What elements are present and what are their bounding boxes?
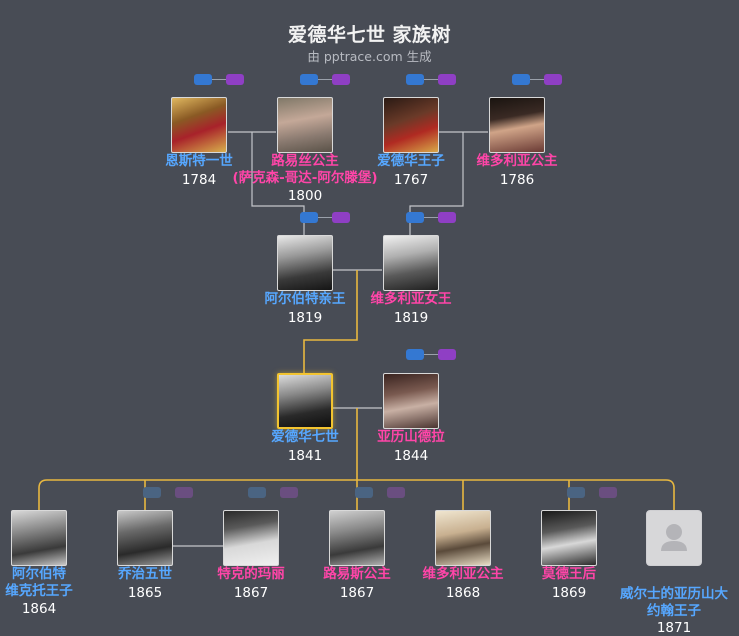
person-name-line2: (萨克森-哥达-阿尔滕堡) [232, 170, 378, 186]
portrait-image [277, 97, 333, 153]
person-birth-year: 1871 [656, 620, 692, 636]
person-birth-year: 1786 [499, 172, 535, 188]
parents-toggle-icon[interactable] [406, 212, 424, 223]
parents-toggle-icon[interactable] [194, 74, 212, 85]
parents-toggle-icon[interactable] [143, 487, 161, 498]
person-name: 爱德华七世 [271, 429, 339, 445]
person-birth-year: 1867 [339, 585, 375, 601]
person-birth-year: 1767 [393, 172, 429, 188]
parents-toggle-icon[interactable] [248, 487, 266, 498]
portrait-image [435, 510, 491, 566]
button-connector [530, 79, 544, 80]
person-birth-year: 1868 [445, 585, 481, 601]
parents-toggle-icon[interactable] [512, 74, 530, 85]
person-name: 爱德华王子 [377, 153, 445, 169]
parents-toggle-icon[interactable] [567, 487, 585, 498]
portrait-image [171, 97, 227, 153]
person-birth-year: 1864 [21, 601, 57, 617]
person-name: 路易斯公主 [323, 566, 391, 582]
person-name: 维多利亚公主 [422, 566, 504, 582]
person-name: 亚历山德拉 [377, 429, 445, 445]
siblings-toggle-icon[interactable] [280, 487, 298, 498]
person-birth-year: 1844 [393, 448, 429, 464]
button-connector [318, 217, 332, 218]
parents-toggle-icon[interactable] [406, 349, 424, 360]
portrait-image [383, 235, 439, 291]
button-connector [424, 354, 438, 355]
person-birth-year: 1784 [181, 172, 217, 188]
person-birth-year: 1867 [233, 585, 269, 601]
siblings-toggle-icon[interactable] [438, 74, 456, 85]
person-birth-year: 1819 [287, 310, 323, 326]
parents-toggle-icon[interactable] [300, 74, 318, 85]
person-name: 特克的玛丽 [217, 566, 285, 582]
person-name: 乔治五世 [118, 566, 172, 582]
siblings-toggle-icon[interactable] [332, 212, 350, 223]
person-name: 威尔士的亚历山大 [620, 586, 728, 602]
person-name: 维多利亚公主 [476, 153, 558, 169]
parents-toggle-icon[interactable] [406, 74, 424, 85]
person-birth-year: 1869 [551, 585, 587, 601]
siblings-toggle-icon[interactable] [226, 74, 244, 85]
person-silhouette-icon [661, 524, 687, 551]
portrait-image [277, 235, 333, 291]
page-title: 爱德华七世 家族树 [287, 24, 452, 46]
person-birth-year: 1841 [287, 448, 323, 464]
button-connector [424, 217, 438, 218]
page-subtitle: 由 pptrace.com 生成 [307, 49, 432, 64]
siblings-toggle-icon[interactable] [387, 487, 405, 498]
portrait-image [541, 510, 597, 566]
parents-toggle-icon[interactable] [300, 212, 318, 223]
portrait-image [117, 510, 173, 566]
button-connector [212, 79, 226, 80]
siblings-toggle-icon[interactable] [332, 74, 350, 85]
person-birth-year: 1819 [393, 310, 429, 326]
portrait-image [329, 510, 385, 566]
button-connector [424, 79, 438, 80]
person-name-line2: 维克托王子 [5, 583, 73, 599]
person-name-line2: 约翰王子 [647, 603, 701, 619]
portrait-image [11, 510, 67, 566]
person-name: 莫德王后 [542, 566, 596, 582]
portrait-image [489, 97, 545, 153]
siblings-toggle-icon[interactable] [175, 487, 193, 498]
siblings-toggle-icon[interactable] [438, 212, 456, 223]
person-name: 阿尔伯特亲王 [264, 291, 346, 307]
parents-toggle-icon[interactable] [355, 487, 373, 498]
person-name: 恩斯特一世 [165, 153, 233, 169]
person-name: 阿尔伯特 [12, 566, 66, 582]
siblings-toggle-icon[interactable] [599, 487, 617, 498]
portrait-image-selected [277, 373, 333, 429]
portrait-image [383, 97, 439, 153]
siblings-toggle-icon[interactable] [438, 349, 456, 360]
descent-line [303, 270, 358, 373]
person-name: 路易丝公主 [271, 153, 339, 169]
siblings-toggle-icon[interactable] [544, 74, 562, 85]
person-name: 维多利亚女王 [370, 291, 452, 307]
portrait-image [223, 510, 279, 566]
avatar-placeholder-icon [646, 510, 702, 566]
button-connector [318, 79, 332, 80]
person-birth-year: 1865 [127, 585, 163, 601]
person-birth-year: 1800 [287, 188, 323, 204]
portrait-image [383, 373, 439, 429]
